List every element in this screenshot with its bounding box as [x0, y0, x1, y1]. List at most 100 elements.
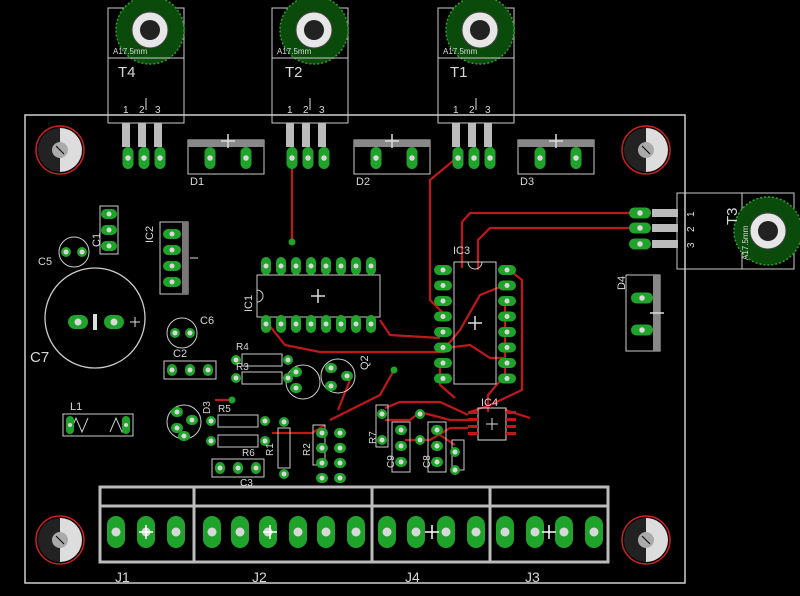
label-t1: T1: [450, 64, 468, 81]
pin-number: 2: [303, 105, 309, 116]
pad: [321, 257, 331, 275]
pad: [215, 462, 225, 474]
pad: [570, 147, 582, 169]
heatsink-icon: [445, 0, 515, 65]
pad: [163, 229, 181, 239]
pad: [163, 277, 181, 287]
pad: [321, 315, 331, 333]
label-t4: T4: [118, 64, 136, 81]
pad: [468, 147, 480, 169]
label-r7: R7: [368, 431, 379, 444]
label-c5: C5: [38, 256, 52, 268]
pad: [498, 311, 516, 322]
pin-number: 1: [686, 211, 697, 217]
pad: [431, 441, 443, 451]
pad: [437, 516, 455, 548]
pad: [450, 447, 460, 457]
pad: [336, 315, 346, 333]
capacitor-c5: [58, 236, 90, 268]
resistor-r5: [217, 414, 259, 428]
pad: [450, 465, 460, 475]
pad: [203, 364, 213, 376]
pad: [290, 367, 302, 377]
transistor-q2: [320, 358, 356, 394]
pad: [286, 147, 298, 169]
pad: [351, 257, 361, 275]
pads: [61, 147, 653, 548]
pad: [395, 441, 407, 451]
trace: [444, 343, 505, 360]
pad: [585, 516, 603, 548]
heatsink-icon: [279, 0, 349, 65]
heatsink-label: A17.5mm: [277, 47, 312, 56]
trace: [272, 424, 326, 435]
pad: [290, 383, 302, 393]
pad: [302, 147, 314, 169]
capacitor-c6: [166, 317, 198, 349]
trace: [486, 300, 507, 412]
diode-d2: [353, 134, 431, 175]
pad: [316, 443, 328, 453]
pad: [498, 358, 516, 368]
capacitor-c9: [391, 421, 411, 473]
pad: [334, 458, 346, 468]
pad: [291, 257, 301, 275]
ic1-dip: [256, 274, 381, 318]
pin-number: 3: [485, 105, 491, 116]
pad: [434, 280, 452, 291]
pad: [334, 473, 346, 483]
label-ic2: IC2: [144, 226, 156, 243]
pin-number: 3: [319, 105, 325, 116]
capacitor-c7: [44, 267, 146, 369]
trace: [469, 267, 524, 414]
pad: [122, 147, 134, 169]
pad: [534, 147, 546, 169]
pad: [341, 371, 353, 381]
pad: [154, 147, 166, 169]
pad: [629, 222, 651, 234]
pad: [104, 315, 124, 329]
pad: [366, 315, 376, 333]
label-r1: R1: [265, 443, 276, 456]
pad: [260, 436, 270, 446]
pad: [317, 516, 335, 548]
pin-number: 2: [469, 105, 475, 116]
pad: [325, 381, 337, 391]
ic3-dip: [453, 261, 497, 385]
pad: [452, 147, 464, 169]
resistor-r3: [241, 371, 283, 385]
pad: [406, 147, 418, 169]
mounting-hole: [621, 515, 671, 565]
pad: [206, 436, 216, 446]
pad: [233, 462, 243, 474]
heatsink-icon: [733, 196, 800, 266]
resistor-r4: [241, 353, 283, 367]
label-r3: R3: [236, 362, 249, 373]
trace: [264, 319, 445, 354]
pad: [467, 516, 485, 548]
pad: [498, 296, 516, 306]
pad: [276, 257, 286, 275]
pad: [498, 280, 516, 291]
pad: [434, 373, 452, 384]
label-j4: J4: [405, 569, 420, 585]
pad: [279, 469, 289, 479]
pin-number: 3: [686, 242, 697, 248]
pin-number: 1: [123, 105, 129, 116]
label-d3b: D3: [202, 401, 213, 414]
pad: [276, 315, 286, 333]
pad: [251, 462, 261, 474]
pad: [347, 516, 365, 548]
pad: [366, 257, 376, 275]
mounting-holes: [35, 125, 671, 565]
pad: [68, 315, 88, 329]
pad: [434, 265, 452, 275]
trace: [385, 410, 468, 422]
pin-number: 2: [139, 105, 145, 116]
label-c8: C8: [422, 455, 433, 468]
trace: [476, 226, 650, 270]
